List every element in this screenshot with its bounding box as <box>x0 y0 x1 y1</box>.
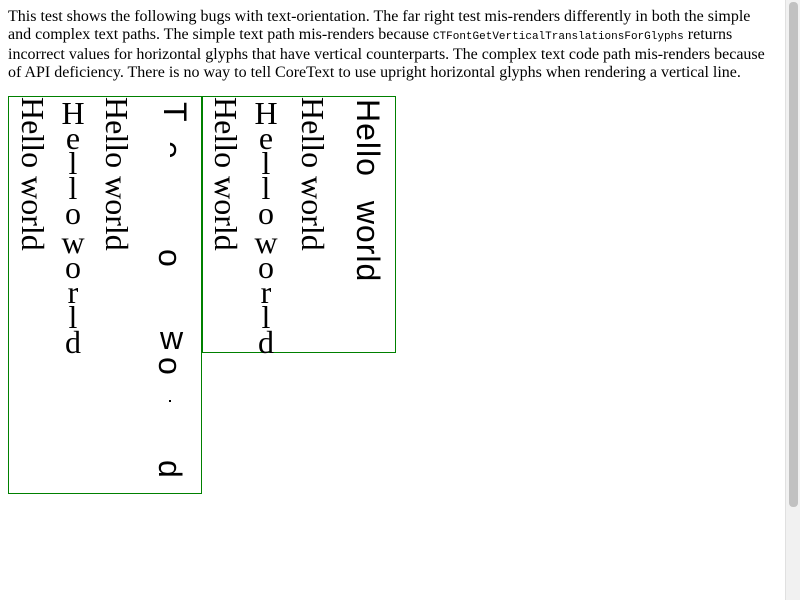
upright-letter: o <box>258 249 274 285</box>
upright-letter: o <box>65 195 81 231</box>
fragment-dot <box>169 400 171 402</box>
upright-letter: H <box>254 95 278 131</box>
fragment-o-2: o <box>152 357 188 375</box>
upright-letter: e <box>258 120 274 156</box>
upright-letter: o <box>258 195 274 231</box>
upright-letter: l <box>261 170 271 206</box>
upright-letter: d <box>258 324 274 360</box>
sideways-serif-text: Hello world <box>15 97 51 251</box>
fragment-e: e <box>152 141 188 159</box>
upright-letter: l <box>68 145 78 181</box>
description-code: CTFontGetVerticalTranslationsForGlyphs <box>432 31 684 43</box>
vertical-scrollbar[interactable] <box>785 0 800 600</box>
sideways-serif-text-2: Hello world <box>99 97 135 251</box>
fragment-w: w <box>160 320 184 356</box>
upright-letter: r <box>67 274 79 310</box>
upright-letter: w <box>254 224 278 260</box>
fragment-d: d <box>152 460 188 478</box>
upright-letter: w <box>61 224 85 260</box>
upright-letter: l <box>261 299 271 335</box>
upright-letter: l <box>68 170 78 206</box>
fragment-o: o <box>152 249 188 267</box>
upright-letter: r <box>260 274 272 310</box>
sideways-serif-text-2: Hello world <box>295 97 331 251</box>
upright-letter: d <box>65 324 81 360</box>
fragment-T: T <box>157 102 193 122</box>
test-description: This test shows the following bugs with … <box>8 8 776 82</box>
upright-letter: H <box>61 95 85 131</box>
upright-letter: o <box>65 249 81 285</box>
sideways-sans-text: Hello world <box>350 99 386 283</box>
scrollbar-thumb[interactable] <box>789 2 798 507</box>
upright-letter: l <box>261 145 271 181</box>
upright-letter: e <box>65 120 81 156</box>
description-part2: returns incorrect values for horizontal … <box>8 26 765 81</box>
sideways-serif-text: Hello world <box>208 97 244 251</box>
description-part1: This test shows the following bugs with … <box>8 8 751 43</box>
upright-letter: l <box>68 299 78 335</box>
